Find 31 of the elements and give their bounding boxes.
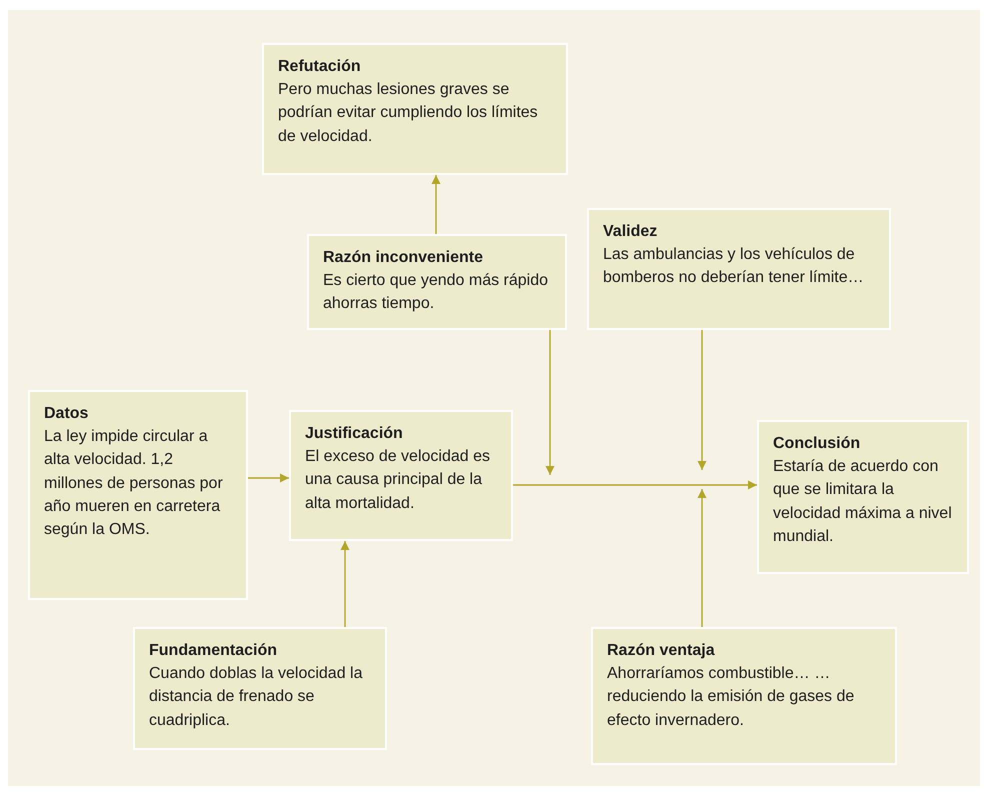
text-box [133,627,387,750]
box-text: Las ambulancias y los vehículos de bomberos no deberían tener límite… [603,245,865,288]
box-heading: Validez [603,222,658,242]
arrow [340,541,350,627]
text-box [262,43,568,175]
box-heading: Conclusión [773,434,862,454]
arrow [513,480,757,490]
text-box [591,627,897,765]
box-heading: Refutación [278,57,362,77]
text-box [28,390,248,600]
text-box [587,208,891,330]
box-text: Pero muchas lesiones graves se podrían evitar cumpliendo los límites de velocidad. [278,80,539,147]
box-text: El exceso de velocidad es una causa principal de la alta mortalidad. [305,447,491,514]
box-heading: Razón ventaja [607,641,716,661]
text-box [289,410,513,541]
arrow [546,330,554,475]
box-text: La ley impide circular a alta velocidad. 1,2 millones de personas por año mueren en carretera según la OMS. [44,427,224,540]
arrow [248,474,289,482]
arrow [432,175,440,234]
text-box [757,420,969,574]
box-heading: Fundamentación [149,641,278,661]
box-text: Estaría de acuerdo con que se limitara la velocidad máxima a nivel mundial. [773,457,953,547]
box-heading: Datos [44,404,90,424]
box-text: Ahorraríamos combustible… …reduciendo la emisión de gases de efecto invernadero. [607,664,856,731]
box-heading: Razón inconveniente [323,248,484,268]
box-heading: Justificación [305,424,404,444]
arrow [698,489,706,627]
box-text: Es cierto que yendo más rápido ahorras tiempo. [323,271,550,314]
box-text: Cuando doblas la velocidad la distancia de frenado se cuadriplica. [149,664,364,731]
text-box [307,234,567,330]
arrow [698,330,706,470]
